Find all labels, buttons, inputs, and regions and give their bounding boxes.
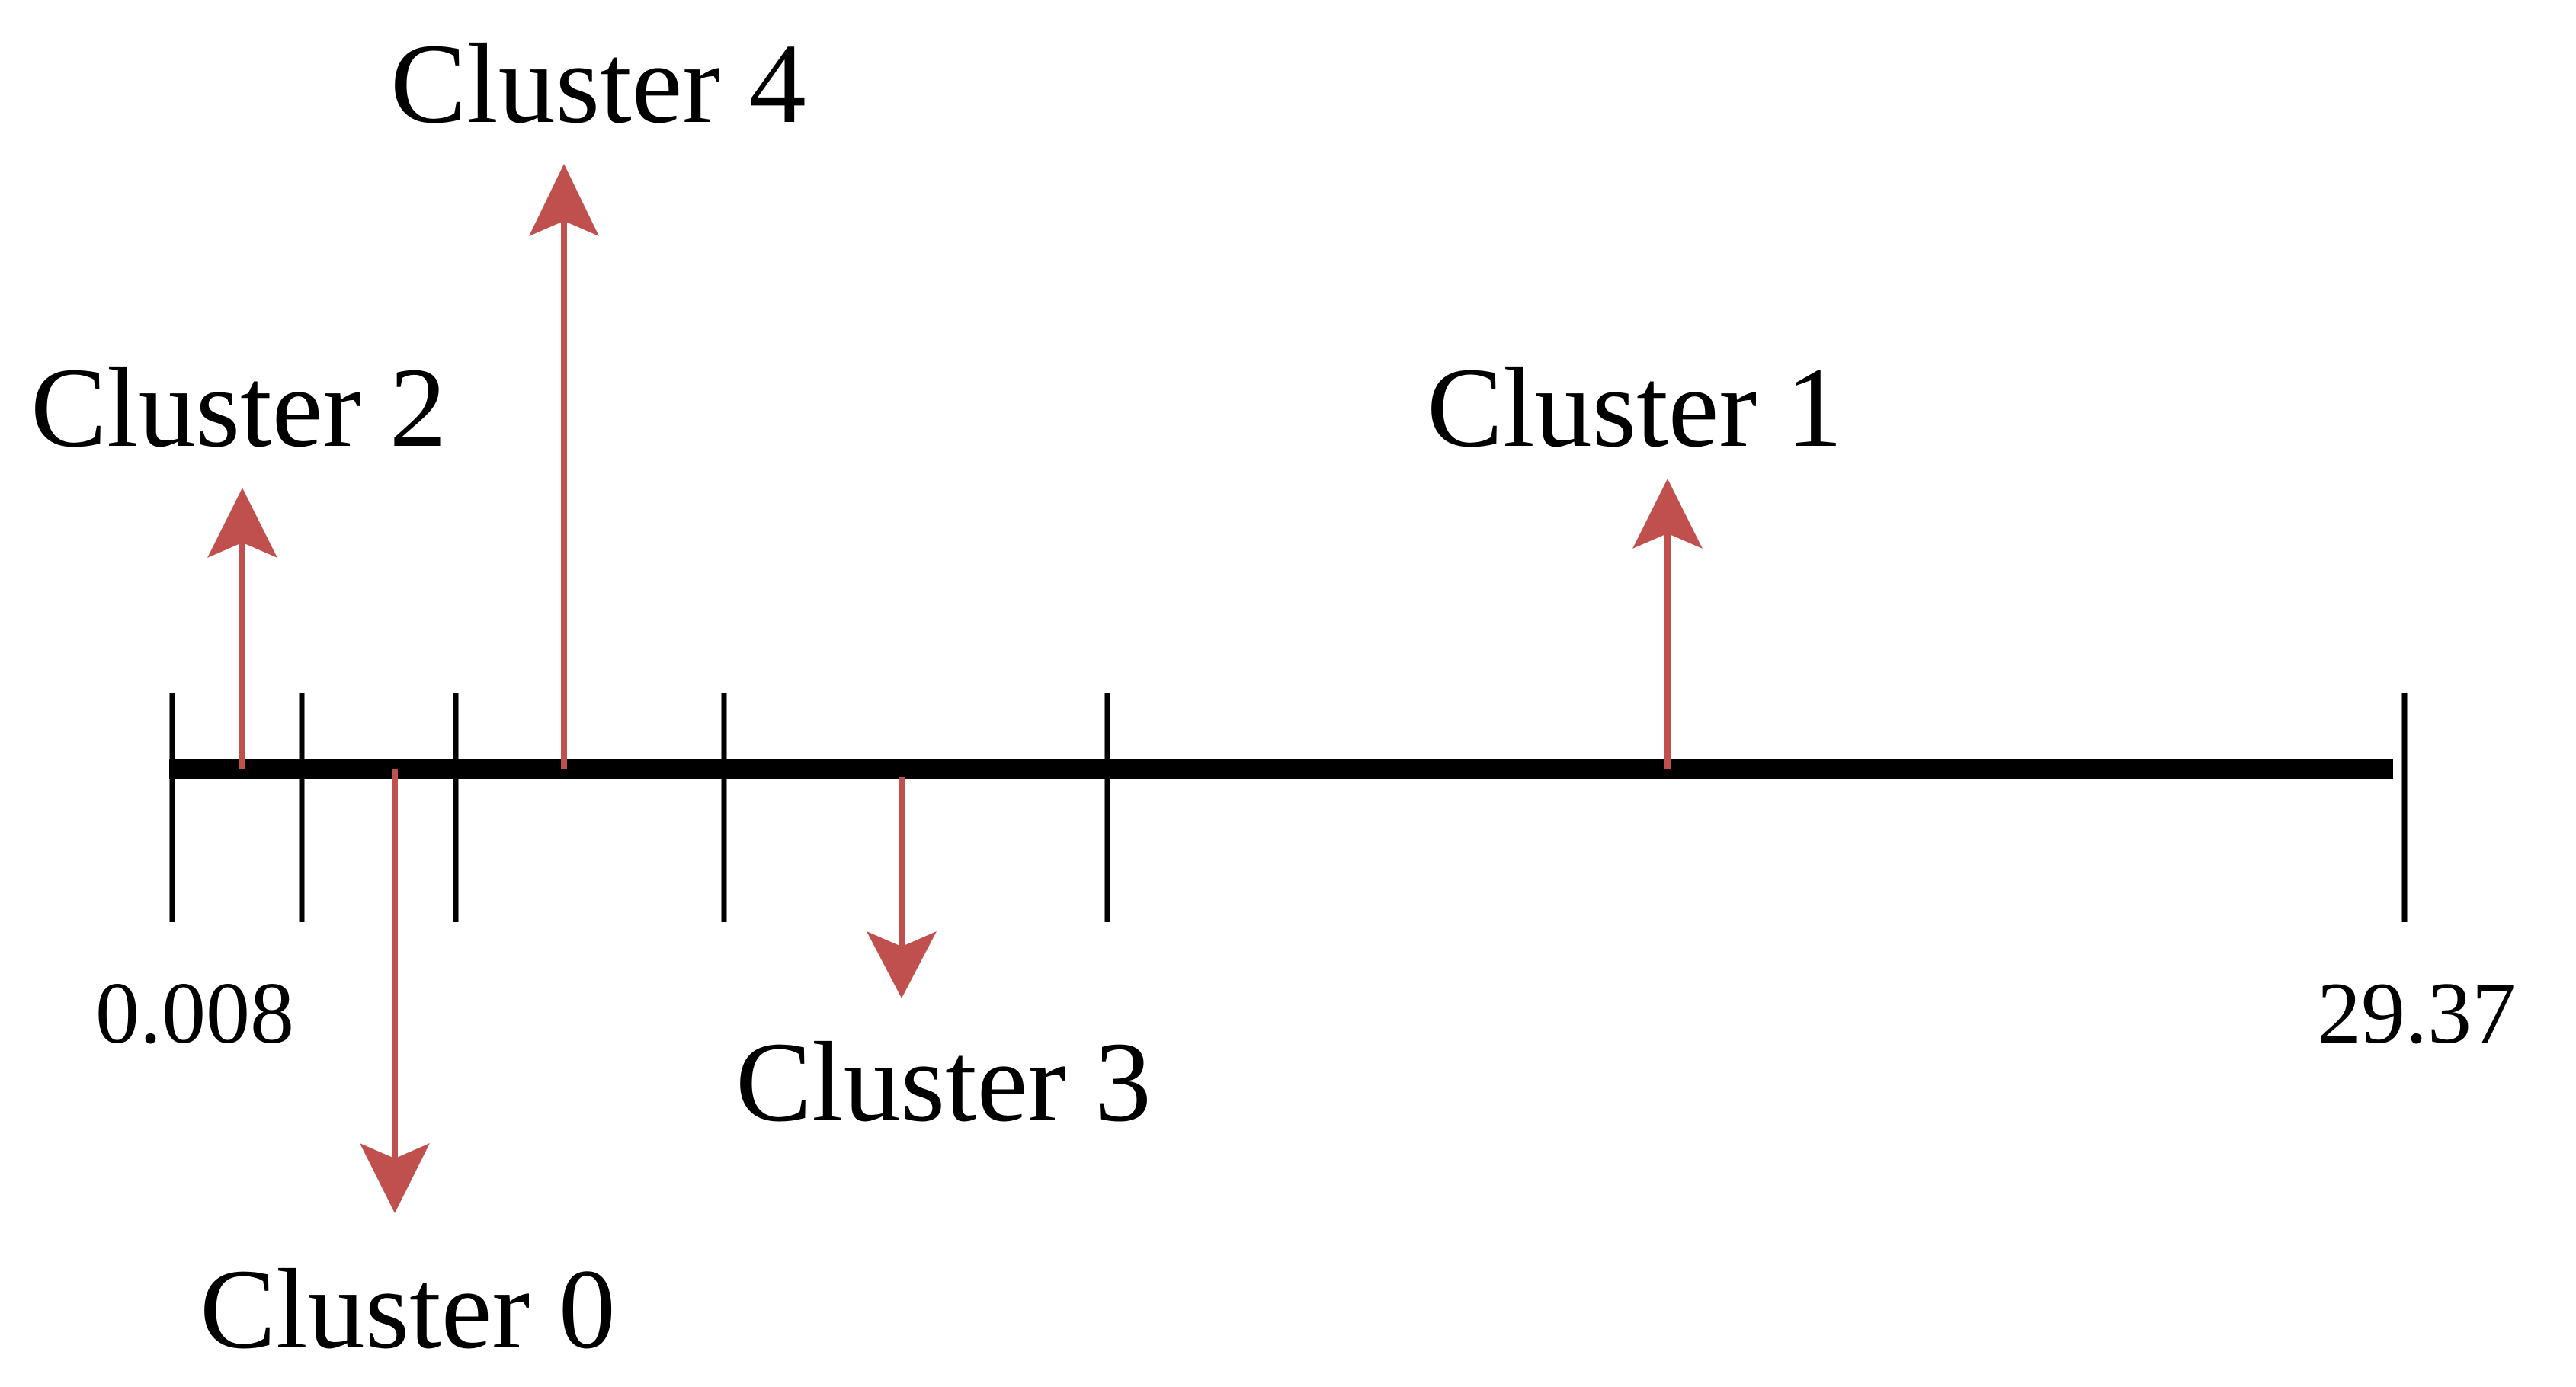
cluster-4-arrow xyxy=(529,164,599,769)
cluster-0-label: Cluster 0 xyxy=(200,1246,616,1373)
axis-max-label: 29.37 xyxy=(2317,965,2516,1062)
cluster-2-arrow xyxy=(207,488,277,769)
cluster-2-label: Cluster 2 xyxy=(30,344,447,471)
cluster-0-arrow xyxy=(360,769,430,1213)
cluster-4-label: Cluster 4 xyxy=(390,21,806,147)
cluster-3-arrow xyxy=(867,777,937,998)
cluster-1-arrow xyxy=(1632,479,1703,769)
cluster-3-label: Cluster 3 xyxy=(735,1019,1152,1145)
cluster-1-label: Cluster 1 xyxy=(1427,344,1843,471)
axis-min-label: 0.008 xyxy=(95,965,294,1062)
